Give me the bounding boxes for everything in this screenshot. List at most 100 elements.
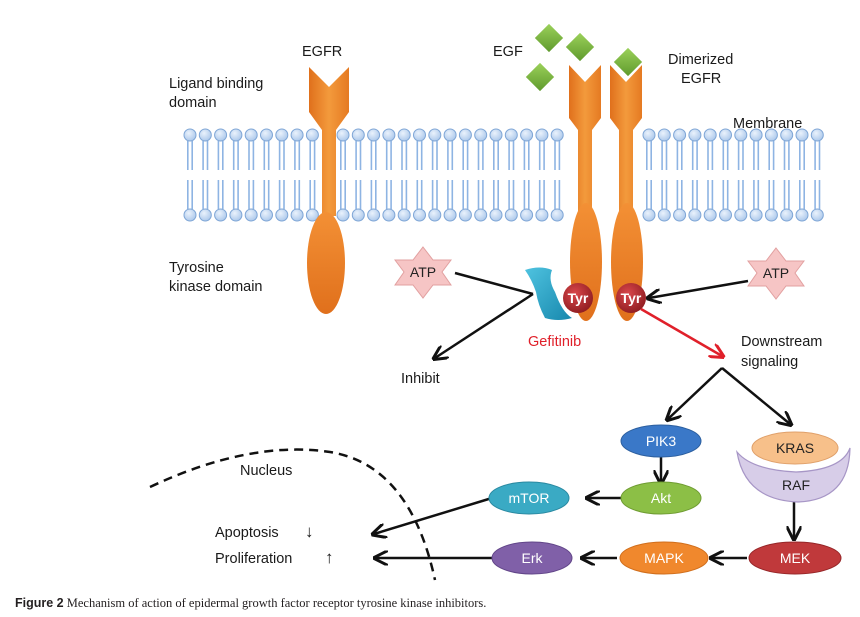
egf-ligand <box>534 23 564 53</box>
node-pik3: PIK3 <box>620 424 702 458</box>
downstream-signal-arrow <box>640 307 722 356</box>
tyr-left: Tyr <box>563 283 593 313</box>
lipid <box>229 128 243 222</box>
cell-membrane <box>183 128 824 222</box>
inhibit-label: Inhibit <box>401 371 440 387</box>
lipid <box>489 128 503 222</box>
lipid <box>382 128 396 222</box>
figure-caption-label: Figure 2 <box>15 596 64 610</box>
node-kras: KRAS <box>751 431 839 465</box>
proliferation-increase-arrow: ↑ <box>325 548 334 567</box>
lipid <box>290 128 304 222</box>
tyrosine-kinase-domain <box>307 212 345 314</box>
downstream-signaling-label-1: Downstream <box>741 334 822 350</box>
tyr-right-label: Tyr <box>621 290 642 306</box>
nucleus-label: Nucleus <box>240 463 292 479</box>
lipid <box>734 128 748 222</box>
figure-caption: Figure 2 Mechanism of action of epiderma… <box>15 596 486 611</box>
egfr-dimer <box>569 65 643 321</box>
node-akt: Akt <box>620 481 702 515</box>
atp-to-gefitinib-line <box>454 271 534 296</box>
lipid <box>780 128 794 222</box>
branch-to-kras-arrow <box>721 367 790 424</box>
proliferation-label: Proliferation <box>215 551 292 567</box>
dimerized-egfr-label-1: Dimerized <box>668 52 733 68</box>
node-mtor: mTOR <box>488 481 570 515</box>
tyrosine-kinase-label-2: kinase domain <box>169 279 263 295</box>
tyr-right: Tyr <box>616 283 646 313</box>
node-mek: MEK <box>748 541 842 575</box>
atp-left-label: ATP <box>410 264 436 280</box>
ligand-binding-domain <box>309 67 349 216</box>
node-akt-label: Akt <box>651 490 671 506</box>
inhibit-arrow <box>435 292 534 358</box>
lipid <box>351 128 365 222</box>
lipid <box>198 128 212 222</box>
node-erk-label: Erk <box>522 550 544 566</box>
egfr-monomer <box>307 67 349 314</box>
node-mapk-label: MAPK <box>644 550 684 566</box>
lipid <box>275 128 289 222</box>
ligand-binding-label-2: domain <box>169 95 217 111</box>
lipid <box>749 128 763 222</box>
lipid <box>428 128 442 222</box>
lipid <box>336 128 350 222</box>
tyr-left-label: Tyr <box>568 290 589 306</box>
apoptosis-label: Apoptosis <box>215 525 279 541</box>
gefitinib-label: Gefitinib <box>528 334 581 350</box>
egf-ligand <box>613 47 643 77</box>
egf-ligand <box>565 32 595 62</box>
node-raf: RAF <box>736 447 851 503</box>
lipid <box>795 128 809 222</box>
lipid <box>183 128 197 222</box>
lipid <box>719 128 732 222</box>
tyrosine-kinase-label-1: Tyrosine <box>169 260 224 276</box>
lipid <box>214 128 228 222</box>
egf-ligands <box>525 23 643 92</box>
lipid <box>688 128 702 222</box>
gefitinib-drug-icon <box>525 267 572 320</box>
lipid <box>397 128 411 222</box>
mtor-to-apoptosis-arrow <box>374 496 493 534</box>
membrane-label: Membrane <box>733 116 802 132</box>
nucleus-boundary <box>149 448 437 581</box>
lipid <box>413 128 426 222</box>
egfr-label: EGFR <box>302 44 342 60</box>
lipid <box>550 128 564 222</box>
lipid <box>260 128 273 222</box>
figure-caption-text: Mechanism of action of epidermal growth … <box>63 596 487 610</box>
dimer-receptor-right <box>610 65 642 216</box>
atp-right: ATP <box>747 247 805 300</box>
egf-label: EGF <box>493 44 523 60</box>
node-mek-label: MEK <box>780 550 811 566</box>
lipid <box>703 128 717 222</box>
lipid <box>504 128 518 222</box>
lipid <box>673 128 687 222</box>
lipid <box>535 128 549 222</box>
lipid <box>474 128 488 222</box>
lipid <box>458 128 472 222</box>
node-mtor-label: mTOR <box>509 490 550 506</box>
atp-to-tyr-arrow <box>649 279 749 298</box>
lipid <box>367 128 381 222</box>
dimerized-egfr-label-2: EGFR <box>681 71 721 87</box>
branch-to-pik3-arrow <box>668 367 723 419</box>
lipid <box>642 128 656 222</box>
node-erk: Erk <box>491 541 573 575</box>
egf-ligand <box>525 62 555 92</box>
apoptosis-decrease-arrow: ↓ <box>305 522 314 541</box>
node-raf-label: RAF <box>782 477 810 493</box>
lipid <box>305 128 319 222</box>
inhibition-arrows <box>435 271 749 358</box>
node-mapk: MAPK <box>619 541 709 575</box>
dimer-receptor-left <box>569 65 601 216</box>
lipid <box>810 128 824 222</box>
atp-right-label: ATP <box>763 265 789 281</box>
atp-left: ATP <box>394 246 452 299</box>
lipid <box>657 128 671 222</box>
node-kras-label: KRAS <box>776 440 814 456</box>
ligand-binding-label-1: Ligand binding <box>169 76 263 92</box>
lipid <box>244 128 258 222</box>
lipid <box>764 128 778 222</box>
